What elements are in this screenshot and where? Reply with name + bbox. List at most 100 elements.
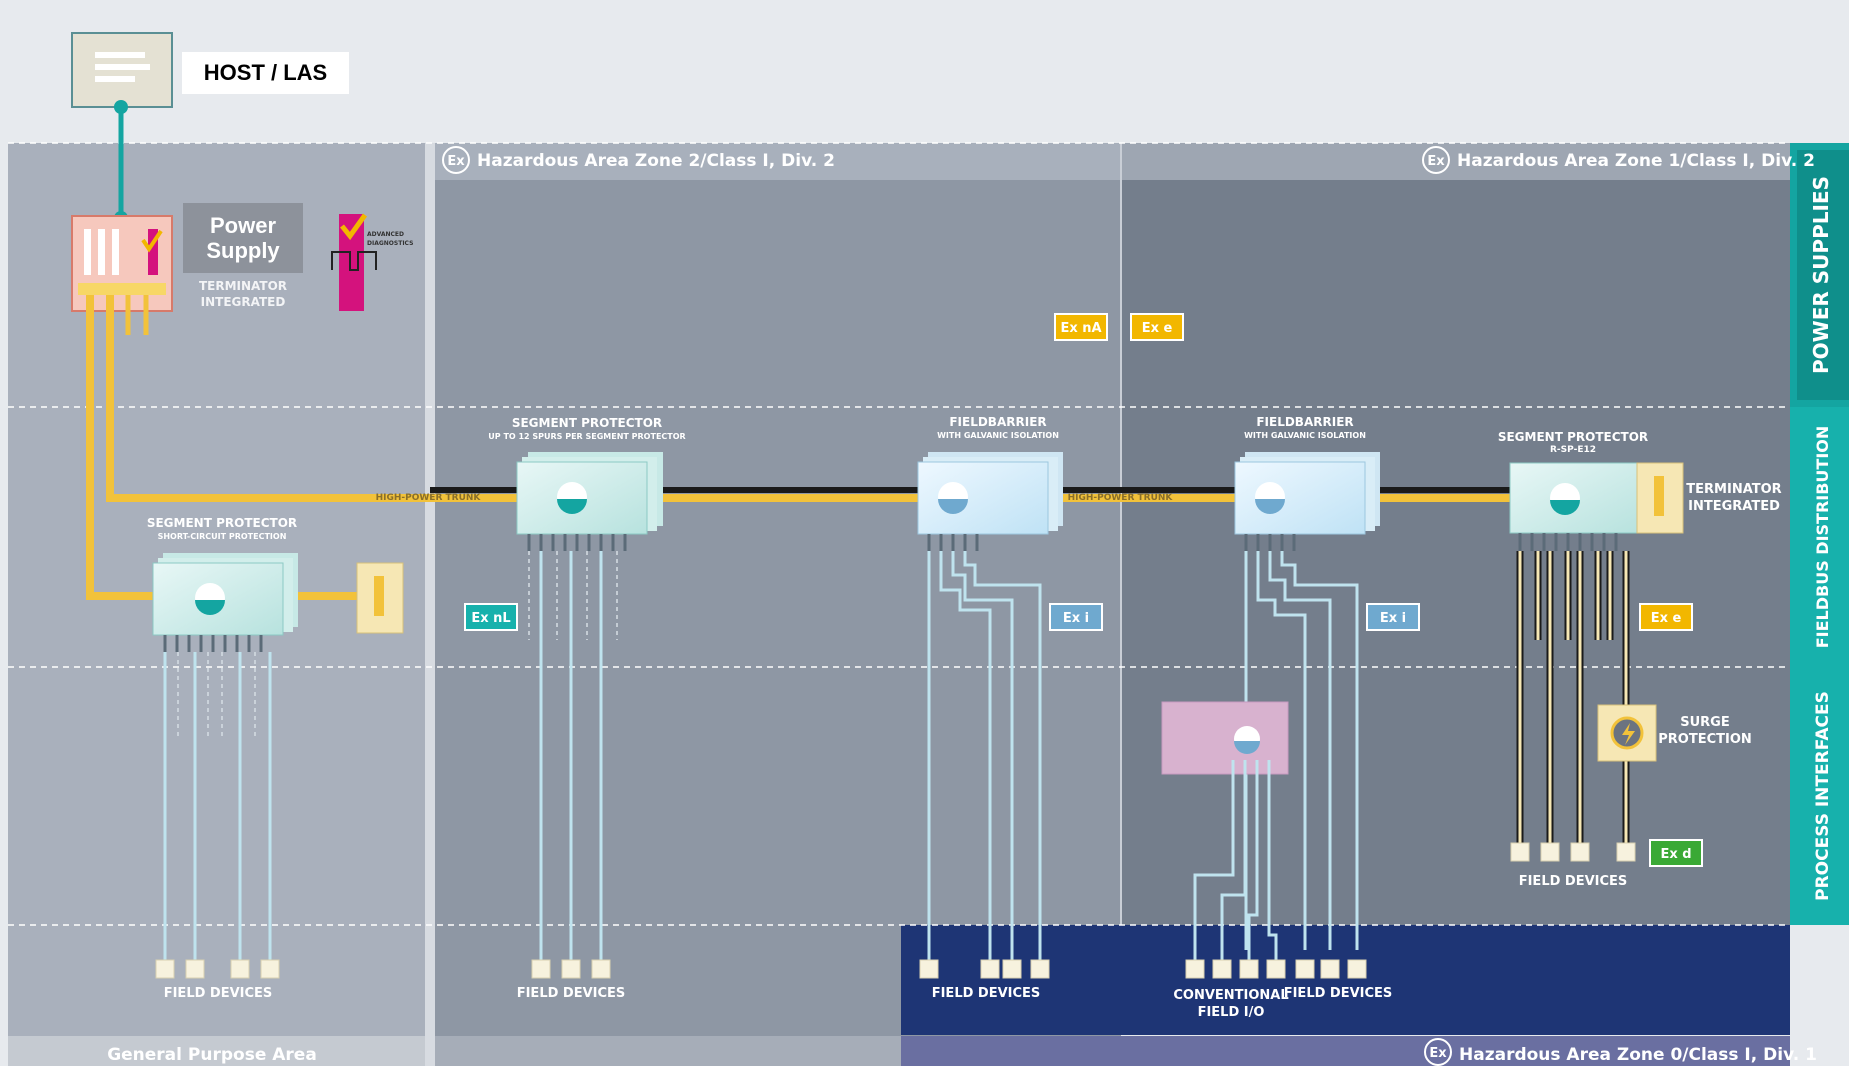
field-device — [561, 959, 581, 979]
zone0-footer-band — [901, 1036, 1790, 1066]
module-pins — [163, 635, 263, 652]
svg-text:Ex nL: Ex nL — [471, 611, 510, 626]
field-device — [1320, 959, 1340, 979]
conventional-io-label-2: FIELD I/O — [1198, 1005, 1265, 1020]
badge-ex-nl: Ex nL — [464, 603, 518, 631]
sp-rsp-sub: R-SP-E12 — [1550, 445, 1596, 455]
module-pins — [527, 534, 627, 551]
module-node-half — [938, 499, 968, 514]
host-computer — [71, 32, 173, 225]
ex-symbol-text: Ex — [1429, 1046, 1447, 1061]
process-interfaces-band — [1790, 667, 1849, 925]
field-devices-label-3: FIELD DEVICES — [932, 986, 1041, 1001]
module-pins — [1244, 534, 1296, 551]
field-device — [1510, 842, 1530, 862]
field-device — [1295, 959, 1315, 979]
side-band-power-label: POWER SUPPLIES — [1809, 176, 1833, 374]
terminator-label-2: INTEGRATED — [201, 295, 286, 309]
module-pins — [927, 534, 979, 551]
checkmark-icon — [340, 213, 368, 241]
field-devices-label-4: FIELD DEVICES — [1284, 986, 1393, 1001]
side-bands: POWER SUPPLIES FIELDBUS DISTRIBUTION PRO… — [1790, 143, 1849, 925]
fieldbarrier-2: FIELDBARRIER WITH GALVANIC ISOLATION — [1234, 415, 1380, 551]
field-device — [185, 959, 205, 979]
general-footer-band — [8, 1036, 425, 1066]
host-icon-line — [95, 76, 135, 82]
svg-text:Ex i: Ex i — [1063, 611, 1089, 626]
zone2-bg — [435, 180, 1121, 1036]
fieldbarrier-box — [1234, 461, 1366, 535]
field-device — [531, 959, 551, 979]
segment-protector-short-circuit: SEGMENT PROTECTOR SHORT-CIRCUIT PROTECTI… — [147, 516, 404, 652]
bottom-labels: FIELD DEVICES FIELD DEVICES FIELD DEVICE… — [164, 874, 1628, 1020]
conventional-io-box — [1161, 701, 1289, 775]
field-device — [1616, 842, 1636, 862]
svg-text:Ex i: Ex i — [1380, 611, 1406, 626]
ex-symbol-text: Ex — [1427, 154, 1445, 169]
ps-slot — [98, 229, 105, 275]
module-node-half — [195, 600, 225, 615]
general-area-title: General Purpose Area — [107, 1045, 317, 1065]
badge-ex-e-top: Ex e — [1130, 313, 1184, 341]
zone2-footer-band — [435, 1036, 901, 1066]
field-device — [1266, 959, 1286, 979]
field-device — [155, 959, 175, 979]
trunk-label-1: HIGH-POWER TRUNK — [376, 493, 482, 503]
module-node-half — [1255, 499, 1285, 514]
ex-symbol-icon — [442, 146, 470, 174]
zone2-header: Ex Hazardous Area Zone 2/Class I, Div. 2 — [442, 146, 835, 174]
module-node-half — [1234, 741, 1260, 754]
badge-ex-i-2: Ex i — [1366, 603, 1420, 631]
terminator-block — [1636, 462, 1684, 534]
field-device — [1030, 959, 1050, 979]
checkmark-icon — [141, 229, 163, 253]
terminator-label-1: TERMINATOR — [199, 279, 287, 293]
sp-short-sub: SHORT-CIRCUIT PROTECTION — [158, 532, 287, 541]
sp-rsp-title: SEGMENT PROTECTOR — [1498, 430, 1648, 444]
field-devices — [155, 842, 1636, 979]
zone1-title: Hazardous Area Zone 1/Class I, Div. 2 — [1457, 151, 1815, 171]
side-band-process-label: PROCESS INTERFACES — [1813, 691, 1833, 901]
zone1-header-band — [1121, 143, 1790, 180]
ex-symbol-icon — [1422, 146, 1450, 174]
ps-slot-diag — [148, 229, 158, 275]
segment-protector-rsp-e12: SEGMENT PROTECTOR R-SP-E12 TERMINATOR IN… — [1498, 430, 1782, 551]
diag-pulse — [331, 251, 377, 271]
badge-ex-d: Ex d — [1649, 839, 1703, 867]
host-las-label: HOST / LAS — [182, 52, 349, 94]
ex-symbol-icon — [1424, 1038, 1452, 1066]
fb1-title: FIELDBARRIER — [949, 415, 1046, 429]
field-device — [1347, 959, 1367, 979]
field-devices-label-1: FIELD DEVICES — [164, 986, 273, 1001]
armoured-spurs — [1516, 551, 1630, 845]
host-link-node — [114, 100, 128, 114]
module-node-half — [1550, 500, 1580, 515]
zone2-header-band — [435, 143, 1121, 180]
svg-text:Ex e: Ex e — [1651, 611, 1682, 626]
zone0-footer: Ex Hazardous Area Zone 0/Class I, Div. 1 — [1424, 1038, 1817, 1066]
badge-ex-e-right: Ex e — [1639, 603, 1693, 631]
zone-divider — [425, 143, 435, 1066]
host-icon-line — [95, 64, 150, 70]
ps-slot — [112, 229, 119, 275]
diag-text-2: DIAGNOSTICS — [367, 240, 413, 247]
power-supply-unit: TERMINATOR INTEGRATED — [71, 215, 287, 312]
field-device — [230, 959, 250, 979]
diag-text-1: ADVANCED — [367, 231, 404, 238]
fb1-sub: WITH GALVANIC ISOLATION — [937, 431, 1059, 440]
field-device — [1570, 842, 1590, 862]
field-device — [591, 959, 611, 979]
ps-slot — [84, 229, 91, 275]
field-device — [1002, 959, 1022, 979]
conventional-io-module — [1161, 701, 1289, 785]
field-device — [260, 959, 280, 979]
fb2-title: FIELDBARRIER — [1256, 415, 1353, 429]
conventional-io-label-1: CONVENTIONAL — [1173, 988, 1288, 1003]
badge-ex-na: Ex nA — [1054, 313, 1108, 341]
high-power-trunk — [106, 295, 1640, 502]
badges: Ex nA Ex e Ex nL Ex i Ex i Ex e Ex d — [464, 313, 1703, 867]
badge-ex-i-1: Ex i — [1049, 603, 1103, 631]
power-supplies-band-inner — [1797, 150, 1849, 400]
surge-protection: SURGE PROTECTION — [1597, 704, 1752, 762]
